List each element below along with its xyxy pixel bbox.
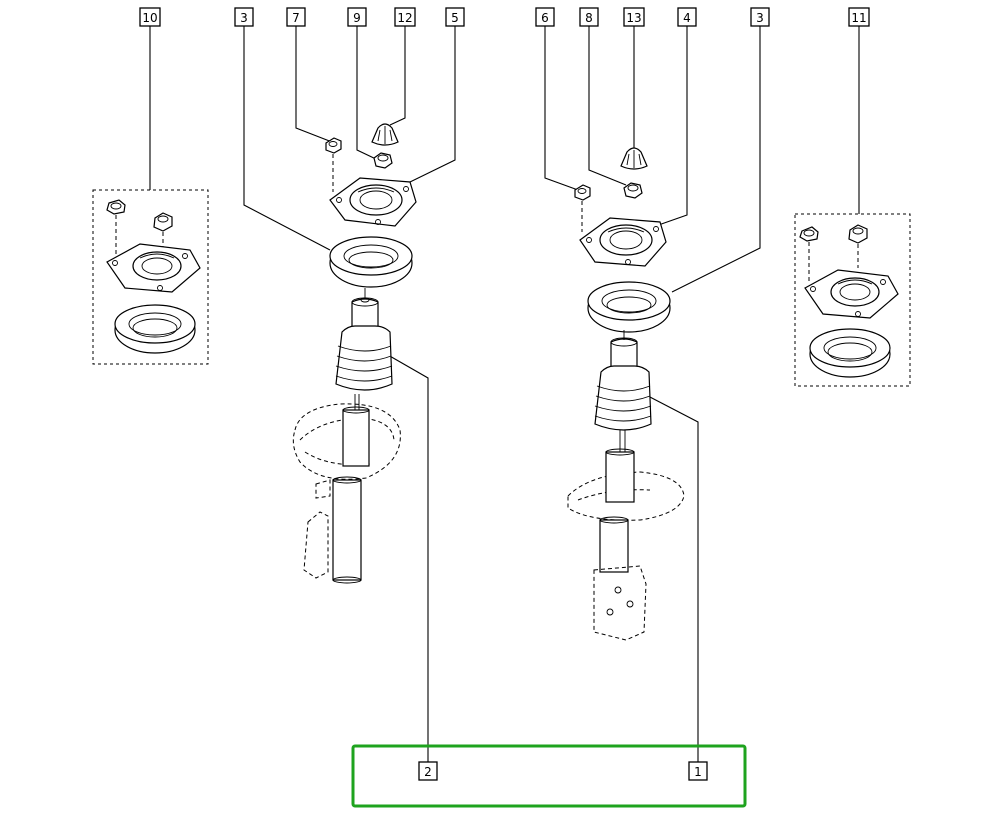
svg-text:2: 2 xyxy=(424,765,432,779)
callout-9: 9 xyxy=(347,7,367,27)
left-bolt xyxy=(325,137,342,192)
inset-right-nut xyxy=(848,224,868,268)
inset-left xyxy=(92,189,209,365)
right-bump-stop xyxy=(610,330,638,372)
highlight-box xyxy=(351,744,747,808)
inset-left-bolt xyxy=(106,199,126,258)
left-bearing xyxy=(329,236,413,288)
leader-lines xyxy=(149,26,860,762)
inset-right xyxy=(794,213,911,387)
right-piston-rod xyxy=(619,430,626,452)
svg-text:13: 13 xyxy=(626,11,641,25)
callout-12: 12 xyxy=(394,7,416,27)
callout-10: 10 xyxy=(139,7,161,27)
svg-text:6: 6 xyxy=(541,11,549,25)
svg-text:4: 4 xyxy=(683,11,691,25)
inset-right-bolt xyxy=(799,226,819,282)
right-upper-mount xyxy=(579,217,667,267)
inset-left-upper-mount xyxy=(106,243,201,293)
inset-left-nut xyxy=(153,212,173,250)
callout-7: 7 xyxy=(286,7,306,27)
inset-right-bearing xyxy=(809,328,891,378)
svg-text:7: 7 xyxy=(292,11,300,25)
svg-text:3: 3 xyxy=(240,11,248,25)
callout-2: 2 xyxy=(418,761,438,781)
callout-1: 1 xyxy=(688,761,708,781)
callout-3-right: 3 xyxy=(750,7,770,27)
left-cap xyxy=(371,123,399,146)
callout-8: 8 xyxy=(579,7,599,27)
svg-text:1: 1 xyxy=(694,765,702,779)
inset-right-upper-mount xyxy=(804,269,899,319)
callout-11: 11 xyxy=(848,7,870,27)
right-nut xyxy=(623,182,643,199)
svg-text:3: 3 xyxy=(756,11,764,25)
left-shock-body xyxy=(303,406,370,584)
svg-text:8: 8 xyxy=(585,11,593,25)
svg-text:10: 10 xyxy=(142,11,157,25)
svg-text:12: 12 xyxy=(397,11,412,25)
inset-left-bearing xyxy=(114,304,196,354)
left-strut-assembly xyxy=(292,123,417,584)
right-bearing xyxy=(587,281,671,333)
right-cap xyxy=(620,147,648,170)
callout-3-left: 3 xyxy=(234,7,254,27)
left-upper-mount xyxy=(329,177,417,227)
svg-text:9: 9 xyxy=(353,11,361,25)
left-piston-rod xyxy=(354,394,360,410)
callout-5: 5 xyxy=(445,7,465,27)
svg-text:5: 5 xyxy=(451,11,459,25)
left-dust-boot xyxy=(335,325,393,391)
right-dust-boot xyxy=(594,365,652,431)
callout-13: 13 xyxy=(623,7,645,27)
right-shock-body xyxy=(593,448,647,641)
left-nut xyxy=(373,152,393,169)
callout-4: 4 xyxy=(677,7,697,27)
right-bolt xyxy=(574,184,591,232)
svg-text:11: 11 xyxy=(851,11,866,25)
right-strut-assembly xyxy=(567,147,685,641)
callout-6: 6 xyxy=(535,7,555,27)
